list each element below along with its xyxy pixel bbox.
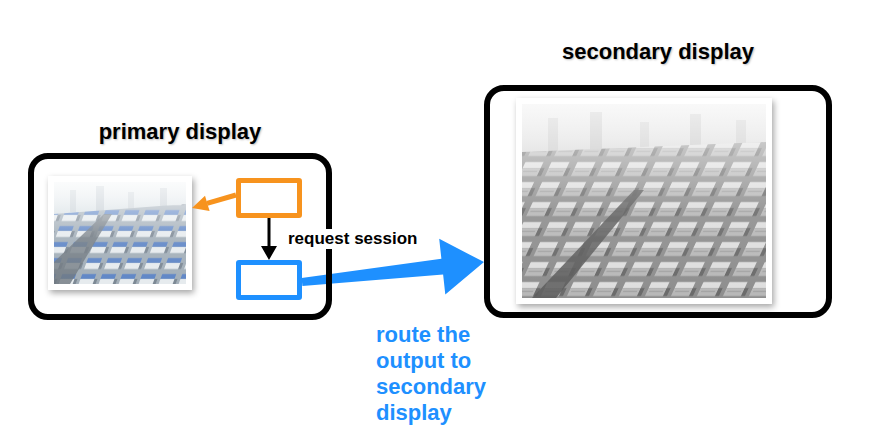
session-box — [236, 260, 302, 300]
edge-label: route the output to secondary display — [376, 322, 486, 426]
photo-frame — [48, 176, 192, 290]
display-box: secondary display — [484, 85, 832, 318]
city-photo — [522, 104, 766, 298]
photo-frame — [516, 98, 772, 304]
arrow-connector — [261, 218, 277, 260]
city-photo — [54, 182, 186, 284]
edge-label: request session — [285, 229, 420, 249]
orange-pointer-arrow — [192, 195, 236, 211]
app-box — [236, 178, 302, 218]
display-heading: primary display — [99, 119, 262, 145]
display-heading: secondary display — [562, 39, 754, 65]
